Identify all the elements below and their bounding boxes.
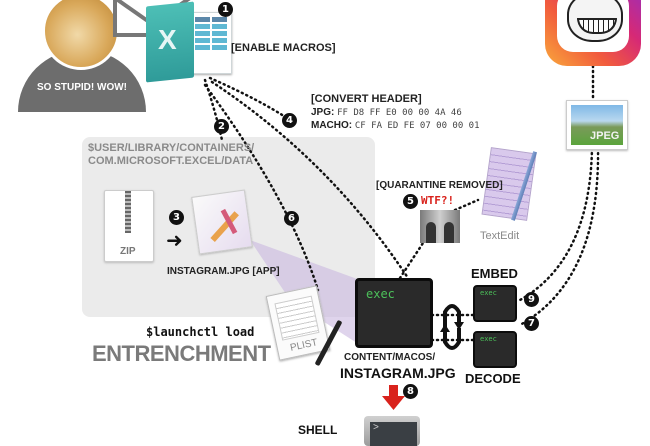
container-path-line-1: $USER/LIBRARY/CONTAINERS/	[88, 142, 255, 154]
decode-terminal: exec	[473, 331, 517, 368]
jpeg-label: JPEG	[590, 130, 620, 142]
wtf-label: WTF?!	[421, 194, 455, 207]
step-badge-9: 9	[524, 292, 539, 307]
right-arrow-icon: ➜	[166, 230, 183, 252]
shell-prompt-icon: >	[370, 422, 417, 446]
convert-header-label: [CONVERT HEADER]	[311, 93, 422, 105]
connector-excel-to-plist	[203, 83, 320, 292]
connector-binary-to-gatekeeper	[398, 238, 427, 280]
connector-gatekeeper-to-textedit	[453, 198, 480, 212]
connector-jpeg-to-embed	[518, 146, 594, 302]
step-badge-1: 1	[218, 2, 233, 17]
red-arrow-head	[382, 396, 405, 410]
embed-label: EMBED	[471, 266, 518, 281]
instagram-logo-icon	[545, 0, 641, 66]
quarantine-removed-label: [QUARANTINE REMOVED]	[376, 180, 503, 191]
content-path-label: CONTENT/MACOS/	[344, 352, 436, 363]
app-name-label: INSTAGRAM.JPG [APP]	[167, 266, 280, 277]
troll-face-icon	[567, 0, 623, 42]
loop-arrowhead-down	[454, 322, 464, 330]
step-badge-8: 8	[403, 384, 418, 399]
zip-label: ZIP	[120, 246, 136, 257]
zip-file-icon	[104, 190, 154, 262]
red-arrow-shaft	[389, 385, 398, 397]
jpg-header-row: JPG: FF D8 FF E0 00 00 4A 46	[311, 107, 462, 118]
terminal-app-icon: >	[364, 416, 420, 446]
instagram-app-icon	[191, 189, 253, 255]
textedit-label: TextEdit	[480, 230, 520, 242]
embed-loop-arrow	[443, 304, 461, 328]
connector-jpeg-to-decode	[518, 146, 600, 327]
loop-arrowhead-up	[440, 324, 450, 332]
user-caption: SO STUPID! WOW!	[37, 82, 127, 93]
step-badge-6: 6	[284, 211, 299, 226]
excel-x-glyph: X	[158, 24, 177, 55]
step-badge-7: 7	[524, 316, 539, 331]
decode-loop-arrow	[443, 328, 461, 350]
connector-excel-to-container	[203, 78, 224, 142]
step-badge-2: 2	[214, 119, 229, 134]
embed-terminal: exec	[473, 285, 517, 322]
connector-excel-to-convert	[208, 76, 292, 122]
step-badge-4: 4	[282, 113, 297, 128]
macho-label: MACHO:	[311, 120, 353, 131]
jpeg-file-icon	[566, 100, 628, 150]
excel-sheet-icon	[190, 12, 232, 74]
jpg-label: JPG:	[311, 107, 335, 118]
enable-macros-label: [ENABLE MACROS]	[231, 42, 336, 54]
macho-header-row: MACHO: CF FA ED FE 07 00 00 01	[311, 120, 480, 131]
launchctl-command: $launchctl load	[146, 325, 255, 339]
shell-label: SHELL	[298, 423, 338, 437]
entrenchment-label: ENTRENCHMENT	[92, 341, 271, 366]
step-badge-5: 5	[403, 194, 418, 209]
macho-bytes: CF FA ED FE 07 00 00 01	[354, 121, 480, 131]
step-badge-3: 3	[169, 210, 184, 225]
decode-label: DECODE	[465, 371, 521, 386]
main-exec-label: exec	[366, 287, 395, 301]
binary-name-label: INSTAGRAM.JPG	[340, 365, 456, 381]
gatekeeper-castle-icon	[420, 210, 460, 243]
embed-exec-label: exec	[480, 289, 497, 297]
container-path-line-2: COM.MICROSOFT.EXCEL/DATA	[88, 155, 254, 167]
decode-exec-label: exec	[480, 335, 497, 343]
jpg-bytes: FF D8 FF E0 00 00 4A 46	[337, 108, 462, 118]
main-binary-terminal: exec	[355, 278, 433, 348]
connector-excel-to-binary	[210, 80, 410, 280]
